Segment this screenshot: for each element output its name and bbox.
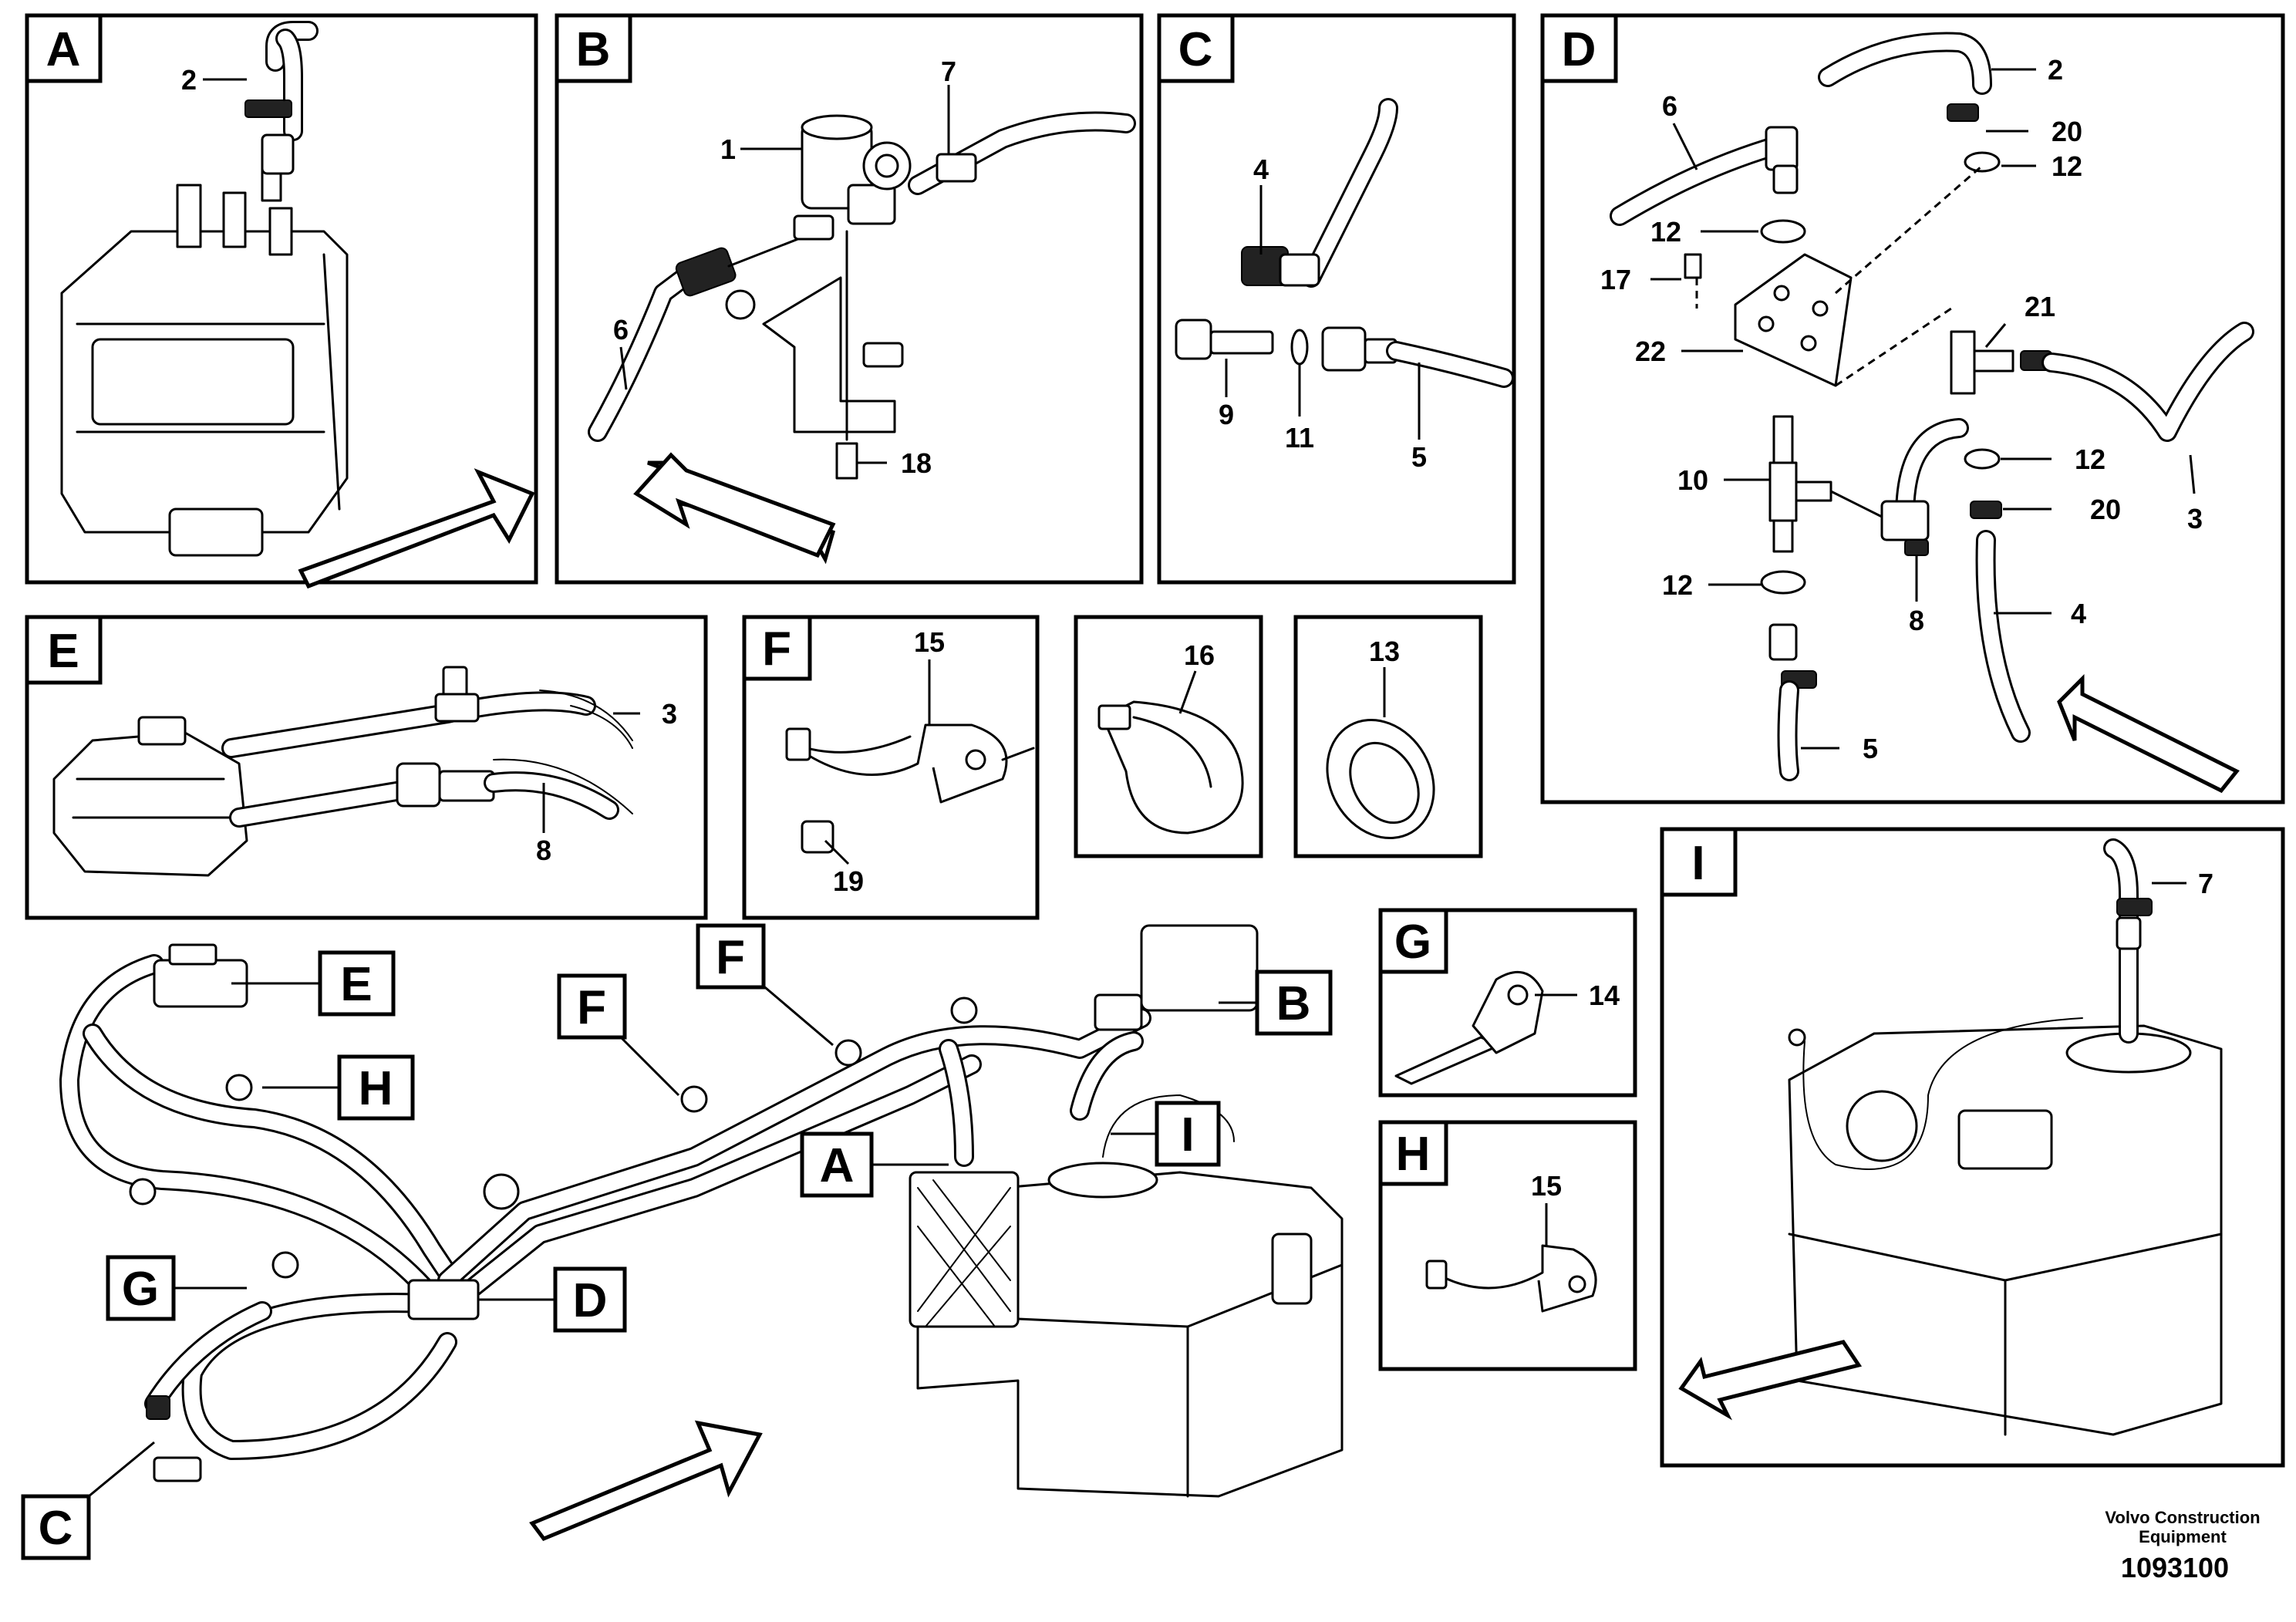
publisher-line1: Volvo Construction (2105, 1508, 2260, 1527)
callout-b-1: 1 (720, 133, 736, 165)
overview-tag-e: E (340, 958, 372, 1011)
callout-d-2: 2 (2048, 54, 2063, 86)
callout-e-8: 8 (536, 835, 551, 866)
view-a-panel: A 2 (25, 13, 538, 589)
overview-tag-i: I (1181, 1108, 1194, 1162)
callout-h-15: 15 (1531, 1170, 1562, 1202)
callout-d-3: 3 (2187, 503, 2203, 534)
overview-tag-c: C (39, 1502, 73, 1555)
callout-16: 16 (1184, 639, 1215, 671)
overview-tag-d: D (573, 1274, 608, 1327)
view-c-label: C (1178, 23, 1213, 76)
direction-arrow-d (2057, 673, 2240, 794)
view-b-panel: B 1 7 6 18 (555, 13, 1144, 585)
direction-arrow-overview (529, 1420, 763, 1542)
callout-d-8: 8 (1909, 605, 1924, 636)
view-g-label: G (1394, 916, 1431, 969)
callout-d-12a: 12 (2052, 150, 2082, 182)
view-d-panel: D (1540, 13, 2285, 804)
view-b-label: B (576, 23, 611, 76)
callout-c-11: 11 (1285, 422, 1314, 454)
view-d-label: D (1562, 23, 1596, 76)
overview-tag-a: A (820, 1139, 855, 1192)
callout-d-12c: 12 (2075, 443, 2106, 475)
callout-d-17: 17 (1600, 264, 1631, 295)
direction-arrow-a (298, 468, 535, 589)
callout-d-12d: 12 (1662, 569, 1693, 601)
callout-f-15: 15 (914, 626, 945, 658)
overview-assembly: E H G C D F F A I B (21, 923, 1344, 1560)
callout-d-12b: 12 (1650, 216, 1681, 248)
callout-d-6: 6 (1662, 90, 1677, 122)
callout-b-6: 6 (613, 314, 629, 346)
callout-d-4: 4 (2071, 598, 2086, 629)
callout-d-10: 10 (1677, 464, 1708, 496)
view-i-panel: I 7 (1660, 827, 2285, 1468)
callout-d-20b: 20 (2090, 494, 2121, 525)
callout-i-7: 7 (2198, 868, 2213, 899)
overview-tag-f2: F (716, 931, 745, 984)
view-f-panel: F 15 19 (742, 615, 1040, 920)
view-h-panel: H 15 (1378, 1120, 1637, 1371)
view-16-panel: 16 (1074, 615, 1263, 858)
view-c-panel: C 4 9 11 5 (1157, 13, 1516, 585)
overview-tag-g: G (122, 1263, 159, 1316)
callout-g-14: 14 (1589, 980, 1620, 1011)
callout-13: 13 (1369, 636, 1400, 667)
view-i-label: I (1691, 837, 1704, 890)
footer: Volvo Construction Equipment 1093100 (2105, 1508, 2260, 1583)
view-f-label: F (762, 622, 791, 676)
callout-d-22: 22 (1635, 336, 1666, 367)
publisher-line2: Equipment (2139, 1527, 2227, 1546)
callout-d-20a: 20 (2052, 116, 2082, 147)
overview-tag-b: B (1276, 977, 1311, 1030)
callout-b-18: 18 (901, 447, 932, 479)
overview-tag-f1: F (577, 981, 606, 1034)
overview-tag-h: H (359, 1062, 393, 1115)
view-13-panel: 13 (1293, 615, 1483, 858)
callout-e-3: 3 (662, 698, 677, 730)
direction-arrow-i (1678, 1340, 1863, 1421)
callout-c-9: 9 (1219, 399, 1234, 430)
callout-b-7: 7 (941, 56, 956, 87)
view-e-panel: E 3 8 (25, 615, 708, 920)
view-e-label: E (47, 625, 79, 678)
drawing-number: 1093100 (2121, 1552, 2229, 1583)
view-a-label: A (46, 23, 81, 76)
callout-c-5: 5 (1411, 441, 1427, 473)
view-h-label: H (1396, 1128, 1431, 1181)
callout-a-2: 2 (181, 64, 197, 96)
callout-d-5: 5 (1863, 733, 1878, 764)
view-g-panel: G 14 (1378, 908, 1637, 1098)
callout-d-21: 21 (2025, 291, 2055, 322)
callout-c-4: 4 (1253, 153, 1269, 185)
callout-f-19: 19 (833, 865, 864, 897)
